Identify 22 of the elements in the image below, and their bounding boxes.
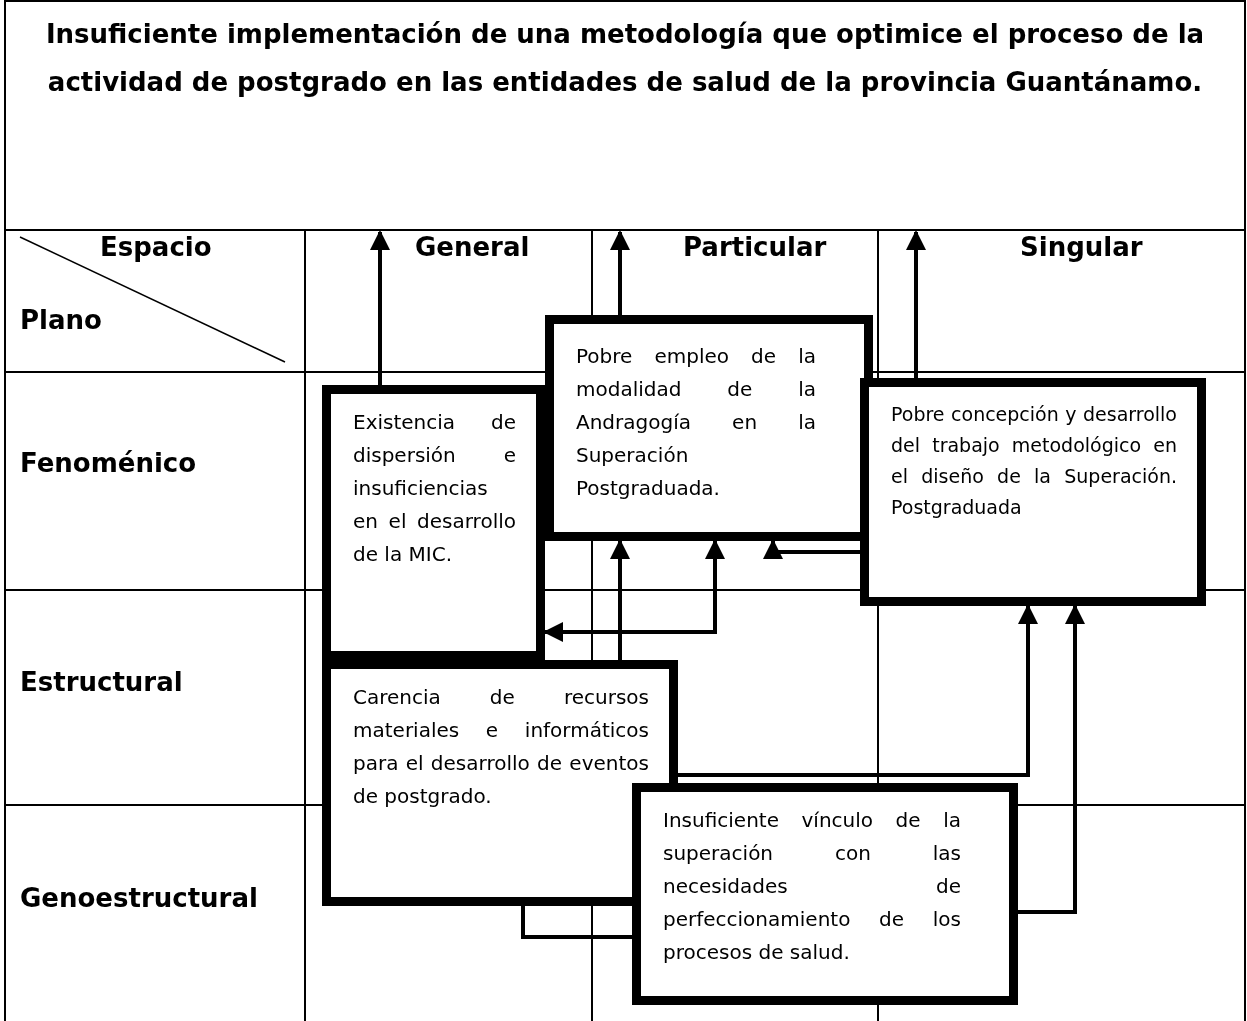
arrow	[1018, 604, 1085, 914]
arrow	[763, 539, 860, 559]
column-header: Espacio	[100, 232, 212, 262]
row-header: Estructural	[20, 667, 183, 697]
column-header: General	[415, 232, 530, 262]
column-header: Singular	[1020, 232, 1143, 262]
connector-line	[521, 906, 632, 939]
arrow	[906, 230, 926, 380]
arrow	[543, 539, 725, 642]
problem-box: Pobre concepción y desarrollo del trabajo metodológico en el diseño de la Superación. Postgraduada	[860, 378, 1206, 606]
row-header: Fenoménico	[20, 448, 197, 478]
row-header: Genoestructural	[20, 883, 258, 913]
arrow	[610, 230, 630, 317]
arrow	[678, 604, 1038, 777]
row-header: Plano	[20, 305, 102, 335]
arrow	[370, 230, 390, 387]
column-header: Particular	[683, 232, 827, 262]
title-text: Insuficiente implementación de una metodología que optimice el proceso de la actividad de postgrado en las entidades de salud de la provincia Guantánamo.	[44, 18, 1206, 99]
problem-box: Existencia de dispersión e insuficiencias en el desarrollo de la MIC.	[322, 385, 545, 660]
problem-box: Pobre empleo de la modalidad de la Andragogía en la Superación Postgraduada.	[545, 315, 873, 541]
arrow	[610, 539, 630, 662]
problem-box: Insuficiente vínculo de la superación con las necesidades de perfeccionamiento de los procesos de salud.	[632, 783, 1018, 1005]
